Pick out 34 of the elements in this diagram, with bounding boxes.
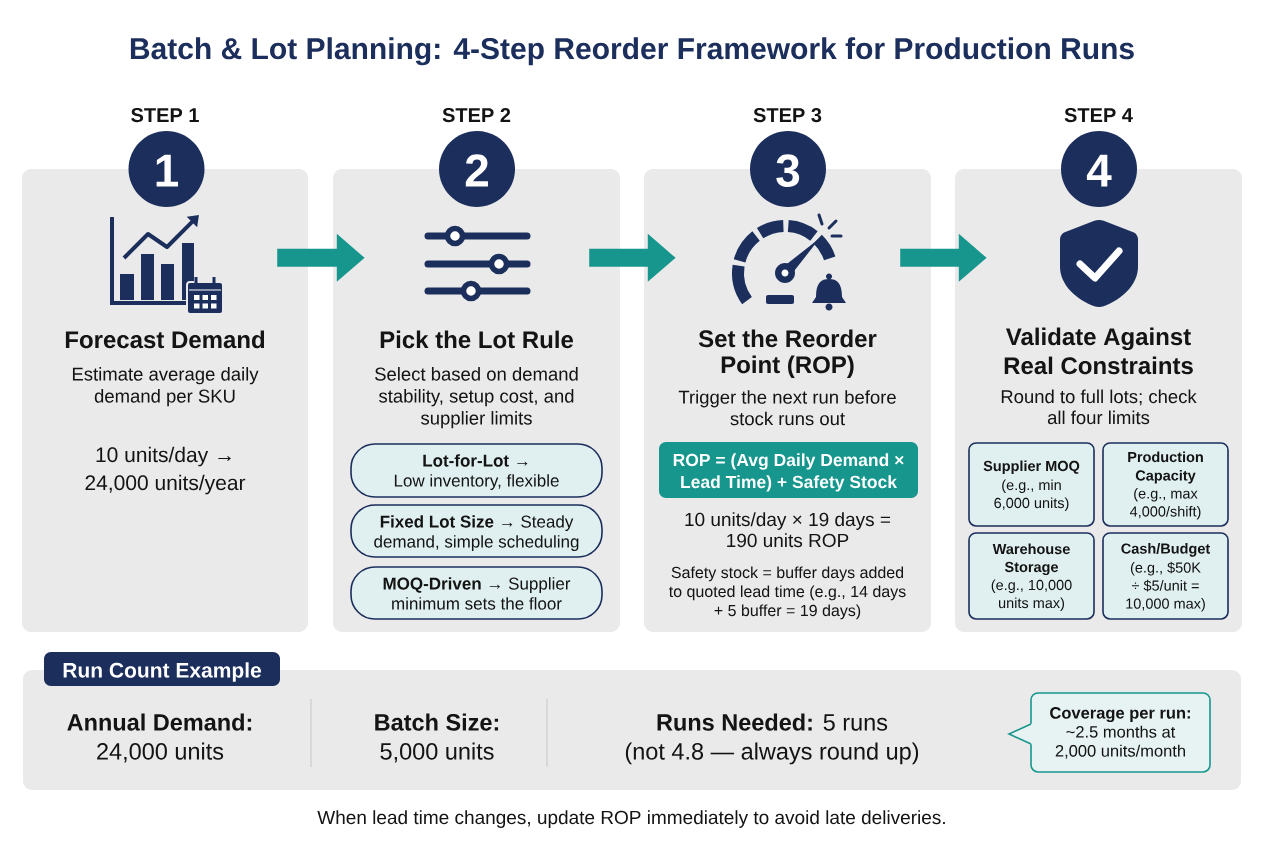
step-title: Set the Reorder Point (ROP) xyxy=(698,329,877,378)
constraint-card: Cash/Budget (e.g., $50K ÷ $5/unit = 10,000 max) xyxy=(1102,532,1229,620)
constraint-card: Production Capacity (e.g., max 4,000/shift) xyxy=(1102,442,1229,527)
example-text: 10 units/day → 24,000 units/year xyxy=(85,446,246,495)
number-badge: 4 xyxy=(1061,131,1137,207)
rule-pill: Fixed Lot Size → Steady demand, simple scheduling xyxy=(350,504,603,558)
caption: When lead time changes, update ROP immediately to avoid late deliveries. xyxy=(317,810,945,828)
formula-box: ROP = (Avg Daily Demand × Lead Time) + Safety Stock xyxy=(659,442,918,498)
metric-text: Runs Needed: 5 runs (not 4.8 — always round up) xyxy=(625,713,919,765)
metric-text: Annual Demand: 24,000 units xyxy=(67,713,252,763)
step-description: Estimate average daily demand per SKU xyxy=(72,367,259,407)
constraint-card: Supplier MOQ (e.g., min 6,000 units) xyxy=(968,442,1095,527)
rule-pill: Lot-for-Lot → Low inventory, flexible xyxy=(350,443,603,498)
section-tag: Run Count Example xyxy=(44,652,280,686)
callout-bubble: Coverage per run: ~2.5 months at 2,000 units/month xyxy=(1007,692,1211,773)
step-label: STEP 2 xyxy=(442,108,511,123)
constraint-card: Warehouse Storage (e.g., 10,000 units max) xyxy=(968,532,1095,620)
step-description: Round to full lots; check all four limits xyxy=(1001,389,1197,425)
title: Batch & Lot Planning: 4-Step Reorder Framework for Production Runs xyxy=(130,37,1134,66)
step-label: STEP 4 xyxy=(1064,108,1133,123)
rule-pill: MOQ-Driven → Supplier minimum sets the floor xyxy=(350,566,603,620)
number-badge: 3 xyxy=(750,131,826,207)
step-description: Select based on demand stability, setup cost, and supplier limits xyxy=(375,367,578,429)
step-title: Pick the Lot Rule xyxy=(380,330,574,349)
number-badge: 2 xyxy=(439,131,515,207)
metric-text: Batch Size: 5,000 units xyxy=(375,713,499,763)
step-title: Validate Against Real Constraints xyxy=(1004,327,1193,375)
step-label: STEP 1 xyxy=(131,108,199,123)
step-title: Forecast Demand xyxy=(65,330,265,349)
step-label: STEP 3 xyxy=(753,108,822,123)
example-text: 10 units/day × 19 days = 190 units ROP xyxy=(685,512,891,548)
number-badge: 1 xyxy=(128,131,205,207)
note-text: Safety stock = buffer days added to quoted lead time (e.g., 14 days + 5 buffer = 19 days) xyxy=(669,566,906,620)
step-description: Trigger the next run before stock runs out xyxy=(678,390,896,426)
